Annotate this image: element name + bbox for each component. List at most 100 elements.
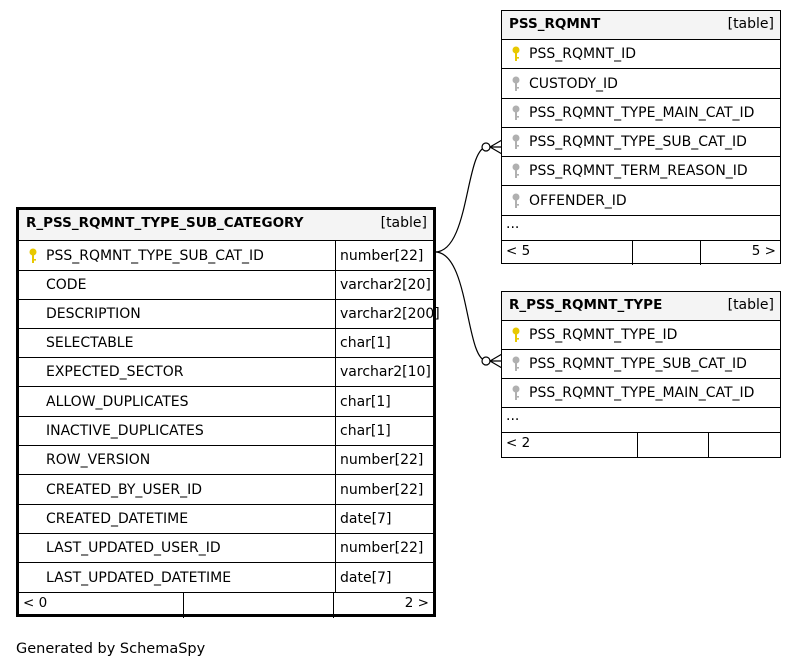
column-name: INACTIVE_DUPLICATES <box>46 423 204 439</box>
column-name: PSS_RQMNT_TERM_REASON_ID <box>529 163 748 179</box>
column-type: number[22] <box>335 241 423 270</box>
primary-key-icon <box>27 248 39 264</box>
column-name: LAST_UPDATED_USER_ID <box>46 540 221 556</box>
footer-parents-count: < 2 <box>506 435 531 451</box>
column-row: OFFENDER_ID <box>502 186 780 216</box>
column-name: PSS_RQMNT_TYPE_SUB_CAT_ID <box>529 134 747 150</box>
column-row: CUSTODY_ID <box>502 69 780 99</box>
primary-key-icon <box>510 327 522 343</box>
column-name: SELECTABLE <box>46 335 134 351</box>
column-row: CREATED_BY_USER_ID number[22] <box>19 475 433 505</box>
column-name: ROW_VERSION <box>46 452 151 468</box>
column-type: number[22] <box>335 446 423 474</box>
column-name: CREATED_BY_USER_ID <box>46 481 203 498</box>
column-type: varchar2[10] <box>335 358 431 386</box>
footer-divider <box>333 593 334 618</box>
column-type: number[22] <box>335 475 423 504</box>
column-row: PSS_RQMNT_TYPE_SUB_CAT_ID <box>502 128 780 157</box>
column-name: PSS_RQMNT_TYPE_SUB_CAT_ID <box>46 247 264 264</box>
table-header: PSS_RQMNT [table] <box>502 11 780 40</box>
foreign-key-icon <box>510 193 522 209</box>
more-columns-ellipsis: ... <box>502 216 780 241</box>
foreign-key-icon <box>510 76 522 92</box>
column-row: PSS_RQMNT_TYPE_MAIN_CAT_ID <box>502 379 780 408</box>
column-name: PSS_RQMNT_TYPE_ID <box>529 327 678 343</box>
footer-children-count: 2 > <box>404 595 429 611</box>
column-name: PSS_RQMNT_TYPE_MAIN_CAT_ID <box>529 105 755 121</box>
column-name: PSS_RQMNT_ID <box>529 46 636 62</box>
table-header: R_PSS_RQMNT_TYPE [table] <box>502 292 780 321</box>
column-name: CUSTODY_ID <box>529 75 618 92</box>
foreign-key-icon <box>510 105 522 121</box>
column-row: PSS_RQMNT_TYPE_ID <box>502 321 780 350</box>
column-row: SELECTABLE char[1] <box>19 329 433 358</box>
table-kind: [table] <box>727 16 774 32</box>
column-row: EXPECTED_SECTOR varchar2[10] <box>19 358 433 387</box>
table-r-pss-rqmnt-type-sub-category[interactable]: R_PSS_RQMNT_TYPE_SUB_CATEGORY [table] PS… <box>16 207 440 618</box>
column-row: ALLOW_DUPLICATES char[1] <box>19 387 433 417</box>
column-name: PSS_RQMNT_TYPE_MAIN_CAT_ID <box>529 385 755 401</box>
column-row: PSS_RQMNT_TERM_REASON_ID <box>502 157 780 186</box>
column-row: DESCRIPTION varchar2[200] <box>19 300 440 329</box>
column-name: CREATED_DATETIME <box>46 511 189 527</box>
footer-divider <box>637 433 638 457</box>
table-name: PSS_RQMNT <box>509 16 601 32</box>
relationship-line-r-pss-rqmnt-type <box>434 251 488 362</box>
column-row: PSS_RQMNT_TYPE_SUB_CAT_ID <box>502 350 780 379</box>
column-row: LAST_UPDATED_USER_ID number[22] <box>19 534 433 563</box>
column-type: date[7] <box>335 563 391 592</box>
column-type: date[7] <box>335 505 391 533</box>
column-type: number[22] <box>335 534 423 562</box>
foreign-key-icon <box>510 163 522 179</box>
zero-optional-marker <box>481 356 491 366</box>
foreign-key-icon <box>510 356 522 372</box>
column-row: CODE varchar2[20] <box>19 271 433 300</box>
table-name: R_PSS_RQMNT_TYPE_SUB_CATEGORY <box>26 215 304 231</box>
column-type: varchar2[200] <box>335 300 440 328</box>
relationship-line-pss-rqmnt <box>434 146 488 253</box>
column-name: CODE <box>46 277 87 293</box>
column-name: ALLOW_DUPLICATES <box>46 393 189 410</box>
generated-by-label: Generated by SchemaSpy <box>16 641 206 657</box>
footer-divider <box>700 241 701 265</box>
footer-divider <box>183 593 184 618</box>
column-row: ROW_VERSION number[22] <box>19 446 433 475</box>
table-pss-rqmnt[interactable]: PSS_RQMNT [table] PSS_RQMNT_ID CUSTODY_ID… <box>501 10 781 265</box>
column-row: CREATED_DATETIME date[7] <box>19 505 433 534</box>
column-row: PSS_RQMNT_ID <box>502 40 780 69</box>
column-row: PSS_RQMNT_TYPE_MAIN_CAT_ID <box>502 99 780 128</box>
footer-parents-count: < 0 <box>23 595 48 611</box>
column-type: char[1] <box>335 417 391 445</box>
primary-key-icon <box>510 46 522 62</box>
table-footer: < 2 <box>502 433 780 457</box>
footer-divider <box>708 433 709 457</box>
footer-divider <box>632 241 633 265</box>
column-name: LAST_UPDATED_DATETIME <box>46 569 232 586</box>
many-crowfoot-marker <box>489 353 503 369</box>
column-row: PSS_RQMNT_TYPE_SUB_CAT_ID number[22] <box>19 241 433 271</box>
table-r-pss-rqmnt-type[interactable]: R_PSS_RQMNT_TYPE [table] PSS_RQMNT_TYPE_… <box>501 291 781 458</box>
foreign-key-icon <box>510 385 522 401</box>
footer-parents-count: < 5 <box>506 243 531 259</box>
many-crowfoot-marker <box>489 139 503 155</box>
column-name: PSS_RQMNT_TYPE_SUB_CAT_ID <box>529 356 747 372</box>
column-type: varchar2[20] <box>335 271 431 299</box>
zero-optional-marker <box>481 142 491 152</box>
column-type: char[1] <box>335 387 391 416</box>
table-footer: < 5 5 > <box>502 241 780 265</box>
footer-children-count: 5 > <box>751 243 776 259</box>
column-name: EXPECTED_SECTOR <box>46 364 184 380</box>
foreign-key-icon <box>510 134 522 150</box>
column-row: LAST_UPDATED_DATETIME date[7] <box>19 563 433 593</box>
table-kind: [table] <box>380 215 427 231</box>
table-header: R_PSS_RQMNT_TYPE_SUB_CATEGORY [table] <box>19 210 433 241</box>
table-footer: < 0 2 > <box>19 593 433 618</box>
column-name: OFFENDER_ID <box>529 192 627 209</box>
table-kind: [table] <box>727 297 774 313</box>
column-name: DESCRIPTION <box>46 306 141 322</box>
column-row: INACTIVE_DUPLICATES char[1] <box>19 417 433 446</box>
column-type: char[1] <box>335 329 391 357</box>
more-columns-ellipsis: ... <box>502 408 780 433</box>
table-name: R_PSS_RQMNT_TYPE <box>509 297 663 313</box>
